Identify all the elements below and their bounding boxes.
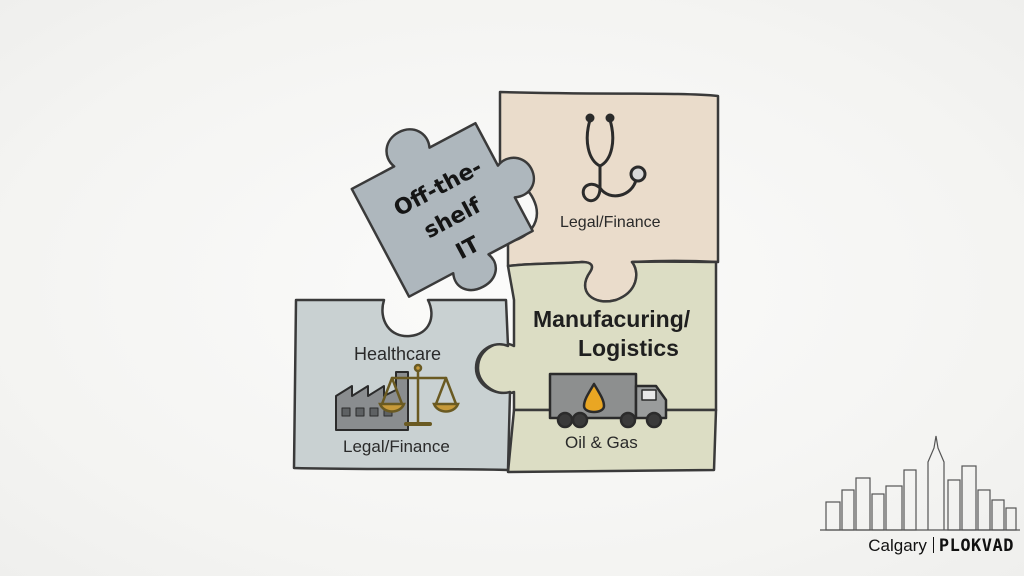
grey-puzzle-piece: [350, 121, 536, 298]
top-right-piece-label: Legal/Finance: [560, 214, 661, 231]
tanker-truck-icon: [548, 372, 668, 429]
city-skyline-icon: [820, 435, 1020, 531]
left-piece-bottom-label: Legal/Finance: [343, 437, 450, 456]
scales-icon: [378, 363, 460, 426]
brand-city: Calgary: [868, 536, 927, 555]
center-piece-label-line-2: Logistics: [578, 335, 679, 361]
bottom-right-piece-label: Oil & Gas: [565, 433, 638, 452]
brand-name: PLOKVAD: [938, 536, 1014, 556]
brand-logo: Calgary PLOKVAD: [868, 536, 1014, 556]
factory-icon: [335, 371, 409, 431]
left-piece-top-label: Healthcare: [354, 344, 442, 364]
brand-divider: [932, 537, 934, 553]
center-piece-label-line-1: Manufacuring/: [533, 306, 691, 332]
stethoscope-icon: [581, 113, 647, 203]
